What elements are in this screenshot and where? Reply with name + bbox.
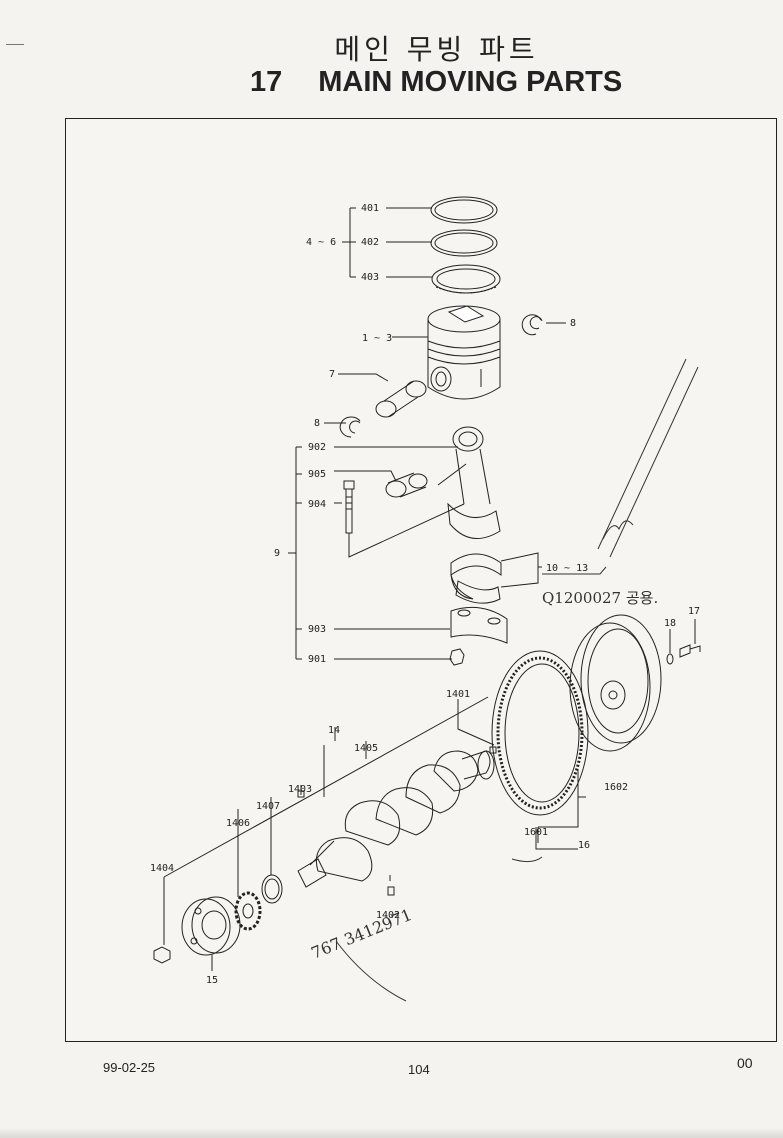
label-4-6: 4 ~ 6 <box>306 237 336 248</box>
leader-pin <box>338 373 389 382</box>
label-402: 402 <box>361 237 379 248</box>
footer-page-number: 104 <box>408 1062 430 1077</box>
label-1404: 1404 <box>150 863 174 874</box>
label-8-left: 8 <box>314 418 320 429</box>
label-1402: 1402 <box>376 910 400 921</box>
crankshaft <box>297 750 495 888</box>
section-number: 17 <box>250 66 283 98</box>
main-bearing-lower <box>455 580 501 604</box>
label-14: 14 <box>328 725 340 736</box>
piston-ring-402 <box>430 229 498 257</box>
footer-date: 99-02-25 <box>103 1060 156 1075</box>
label-403: 403 <box>361 272 379 283</box>
label-905: 905 <box>308 469 326 480</box>
piston-pin <box>375 380 427 418</box>
small-end-bushing <box>385 472 428 498</box>
flywheel-ring-gear <box>491 650 589 816</box>
label-1602: 1602 <box>604 782 628 793</box>
handwritten-marks <box>335 358 699 1002</box>
rod-bearing-cap <box>450 606 508 644</box>
label-401: 401 <box>361 203 379 214</box>
label-1401: 1401 <box>446 689 470 700</box>
label-901: 901 <box>308 654 326 665</box>
connecting-rod-bolt <box>343 480 355 534</box>
label-1601: 1601 <box>524 827 548 838</box>
handwritten-part-number-note: Q1200027 공용. <box>542 589 658 607</box>
circlip-left <box>339 416 361 438</box>
label-903: 903 <box>308 624 326 635</box>
crank-pulley <box>181 896 241 956</box>
crank-nut <box>153 946 171 964</box>
handwritten-note-bottom: 767 3412971 <box>308 905 414 963</box>
page-title-english: 17 MAIN MOVING PARTS <box>250 66 622 99</box>
label-904: 904 <box>308 499 326 510</box>
connecting-rod <box>447 426 501 539</box>
piston-ring-403 <box>431 264 501 294</box>
section-title: MAIN MOVING PARTS <box>318 66 623 98</box>
parts-diagram-frame: 401 402 403 4 ~ 6 8 1 ~ 3 7 8 902 905 90… <box>65 118 777 1042</box>
crank-dowel-1401 <box>489 746 497 754</box>
main-bearing-upper <box>450 553 502 600</box>
scan-edge <box>0 1128 783 1138</box>
crank-gear <box>234 891 262 931</box>
flywheel-bolt <box>679 644 701 658</box>
parts-exploded-diagram: 401 402 403 4 ~ 6 8 1 ~ 3 7 8 902 905 90… <box>150 196 701 1002</box>
label-8-right: 8 <box>570 318 576 329</box>
scan-margin-mark <box>6 44 24 45</box>
label-1406: 1406 <box>226 818 250 829</box>
footer-revision: 00 <box>737 1055 753 1071</box>
label-1-3: 1 ~ 3 <box>362 333 392 344</box>
label-1403: 1403 <box>288 784 312 795</box>
label-17: 17 <box>688 606 700 617</box>
page-title-korean: 메인 무빙 파트 <box>334 33 539 66</box>
flywheel <box>569 614 662 752</box>
label-9: 9 <box>274 548 280 559</box>
flywheel-washer <box>666 653 674 665</box>
label-15: 15 <box>206 975 218 986</box>
label-18: 18 <box>664 618 676 629</box>
label-1405: 1405 <box>354 743 378 754</box>
label-10-13: 10 ~ 13 <box>546 563 588 574</box>
label-902: 902 <box>308 442 326 453</box>
piston <box>427 305 501 400</box>
label-16: 16 <box>578 840 590 851</box>
crank-thrust-washer <box>261 874 283 904</box>
label-1407: 1407 <box>256 801 280 812</box>
circlip-right <box>521 314 543 336</box>
piston-ring-401 <box>430 196 498 224</box>
crank-pin-1402 <box>387 886 395 896</box>
label-7: 7 <box>329 369 335 380</box>
rod-nut <box>449 648 465 666</box>
